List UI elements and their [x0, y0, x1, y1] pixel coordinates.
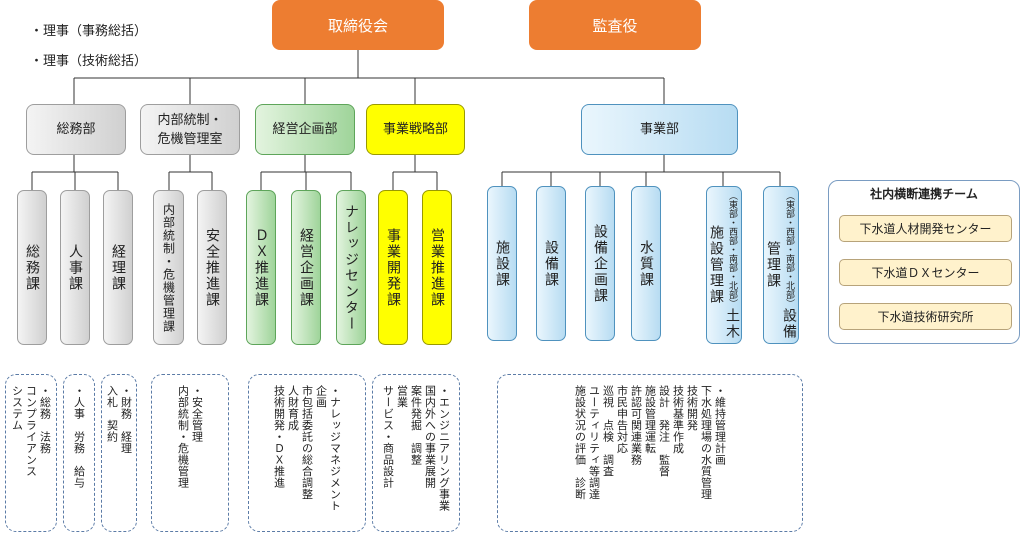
duty-line: コンプライアンス	[24, 385, 38, 477]
duty-line: 入札 契約	[105, 385, 119, 443]
section-equipment-management-label: 設備管理課	[765, 241, 797, 340]
dept-internal-control-label: 内部統制・ 危機管理室	[157, 112, 223, 147]
duties-internal-control: ・安全管理 内部統制・危機管理	[151, 374, 229, 532]
duties-corporate-planning: ・ナレッジマネジメント 企画 市包括委託の総合調整 人財育成 技術開発・ＤＸ推進	[248, 374, 366, 532]
duty-line: ・維持管理計画	[713, 385, 727, 466]
section-safety-promotion: 安全推進課	[197, 190, 227, 345]
section-knowledge-center-label: ナレッジセンター	[343, 203, 359, 332]
duty-line: ・ナレッジマネジメント	[328, 385, 342, 512]
note-director-admin: ・理事（事務総括）	[30, 24, 148, 39]
duty-line: 技術開発	[685, 385, 699, 431]
duty-line: 技術開発・ＤＸ推進	[272, 385, 286, 489]
auditor-label: 監査役	[592, 16, 638, 35]
duty-line: ・エンジニアリング事業	[437, 385, 451, 512]
equipment-region-note: （東部・西部・南部・北部）	[784, 190, 794, 308]
dept-operations: 事業部	[581, 104, 738, 155]
section-business-development-label: 事業開発課	[385, 227, 401, 308]
section-dx-promotion: ＤＸ推進課	[246, 190, 276, 345]
section-personnel-label: 人事課	[67, 243, 83, 292]
section-business-development: 事業開発課	[378, 190, 408, 345]
team-item: 下水道人材開発センター	[839, 215, 1012, 242]
dept-corporate-planning: 経営企画部	[255, 104, 355, 155]
section-water-quality-label: 水質課	[638, 239, 654, 288]
duties-personnel: ・人事 労務 給与	[63, 374, 95, 532]
section-accounting-label: 経理課	[110, 243, 126, 292]
duty-line: 人財育成	[286, 385, 300, 431]
board-of-directors-box: 取締役会	[272, 0, 444, 50]
section-civil-facility-management-label: 土木施設管理課	[708, 225, 740, 340]
section-facilities: 施設課	[487, 186, 517, 341]
duty-line: 巡視 点検 調査	[601, 385, 615, 477]
duties-operations: ・維持管理計画 下水処理場の水質管理 技術開発 技術基準作成 設計 発注 監督 …	[497, 374, 803, 532]
duty-line: 施設管理運転	[643, 385, 657, 454]
duty-line: 技術基準作成	[671, 385, 685, 454]
duty-line: 国内外への事業展開	[423, 385, 437, 489]
duty-line: 案件発掘 調整	[409, 385, 423, 466]
duty-line: 市包括委託の総合調整	[300, 385, 314, 500]
dept-business-strategy: 事業戦略部	[366, 104, 465, 155]
section-civil-facility-management: （東部・西部・南部・北部）土木施設管理課	[706, 186, 742, 344]
dept-internal-control: 内部統制・ 危機管理室	[140, 104, 240, 155]
duty-line: 内部統制・危機管理	[176, 385, 190, 489]
section-general-affairs: 総務課	[17, 190, 47, 345]
dept-business-strategy-label: 事業戦略部	[382, 122, 448, 137]
duty-line: 施設状況の評価 診断	[573, 385, 587, 500]
section-equipment-planning: 設備企画課	[585, 186, 615, 341]
duties-general-affairs: ・総務 法務 コンプライアンス システム	[5, 374, 57, 532]
duty-line: 市民申告対応	[615, 385, 629, 454]
section-civil-facility-management-text: （東部・西部・南部・北部）土木施設管理課	[708, 187, 740, 343]
team-title: 社内横断連携チーム	[870, 187, 978, 201]
dept-operations-label: 事業部	[639, 122, 679, 137]
dept-general-affairs-label: 総務部	[56, 122, 96, 137]
section-personnel: 人事課	[60, 190, 90, 345]
section-equipment-management: （東部・西部・南部・北部）設備管理課	[763, 186, 799, 344]
section-facilities-label: 施設課	[494, 239, 510, 288]
section-sales-promotion-label: 営業推進課	[429, 227, 445, 308]
auditor-box: 監査役	[529, 0, 701, 50]
section-accounting: 経理課	[103, 190, 133, 345]
duty-line: 営業	[395, 385, 409, 408]
section-corporate-planning-label: 経営企画課	[298, 227, 314, 308]
duty-line: ・財務 経理	[119, 385, 133, 454]
duties-accounting: ・財務 経理 入札 契約	[101, 374, 137, 532]
civil-region-note: （東部・西部・南部・北部）	[727, 190, 737, 308]
duty-line: 許認可関連業務	[629, 385, 643, 466]
section-corporate-planning: 経営企画課	[291, 190, 321, 345]
team-item: 下水道ＤＸセンター	[839, 259, 1012, 286]
section-internal-control: 内部統制・危機管理課	[153, 190, 184, 345]
dept-corporate-planning-label: 経営企画部	[272, 122, 338, 137]
duty-line: ・安全管理	[190, 385, 204, 443]
section-general-affairs-label: 総務課	[24, 243, 40, 292]
dept-general-affairs: 総務部	[26, 104, 126, 155]
section-knowledge-center: ナレッジセンター	[336, 190, 366, 345]
duty-line: 下水処理場の水質管理	[699, 385, 713, 500]
section-internal-control-label: 内部統制・危機管理課	[161, 202, 176, 333]
note-director-tech: ・理事（技術総括）	[30, 54, 148, 69]
duty-line: 企画	[314, 385, 328, 408]
section-dx-promotion-label: ＤＸ推進課	[253, 227, 269, 308]
section-safety-promotion-label: 安全推進課	[204, 227, 220, 308]
duty-line: ・人事 労務 給与	[72, 385, 86, 489]
duty-line: サービス・商品設計	[381, 385, 395, 489]
duties-business-strategy: ・エンジニアリング事業 国内外への事業展開 案件発掘 調整 営業 サービス・商品…	[372, 374, 460, 532]
team-item: 下水道技術研究所	[839, 303, 1012, 330]
section-sales-promotion: 営業推進課	[422, 190, 452, 345]
section-equipment-planning-label: 設備企画課	[592, 223, 608, 304]
section-equipment-label: 設備課	[543, 239, 559, 288]
cross-functional-team: 社内横断連携チーム 下水道人材開発センター 下水道ＤＸセンター 下水道技術研究所	[828, 180, 1020, 344]
section-equipment-management-text: （東部・西部・南部・北部）設備管理課	[765, 187, 797, 343]
duty-line: 設計 発注 監督	[657, 385, 671, 477]
duty-line: ユーティリティ等調達	[587, 385, 601, 500]
section-water-quality: 水質課	[631, 186, 661, 341]
section-equipment: 設備課	[536, 186, 566, 341]
duty-line: ・総務 法務	[38, 385, 52, 454]
board-of-directors-label: 取締役会	[327, 16, 388, 35]
duty-line: システム	[10, 385, 24, 431]
